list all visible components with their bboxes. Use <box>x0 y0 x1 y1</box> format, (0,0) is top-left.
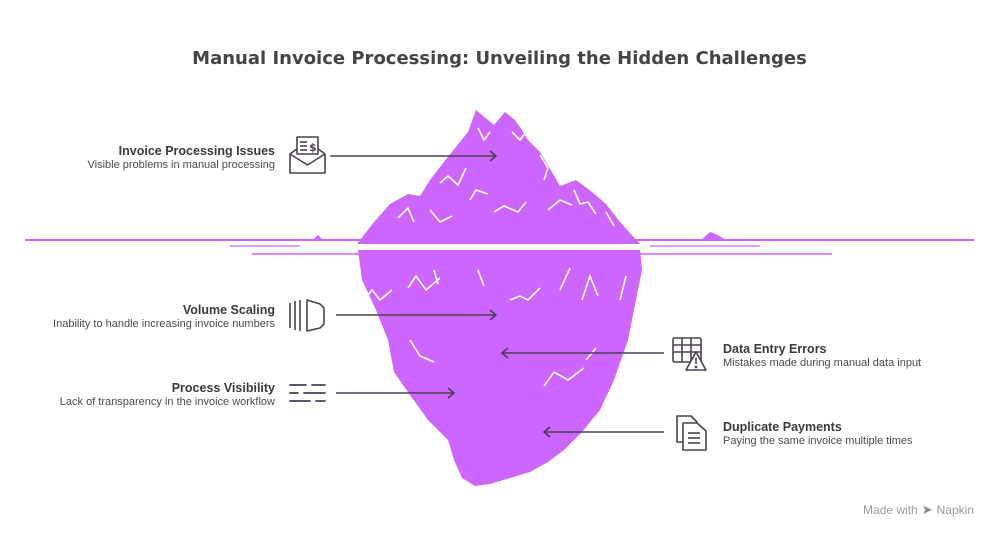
label-data-entry-errors: Data Entry Errors Mistakes made during m… <box>723 342 999 370</box>
napkin-logo-icon: ➤ <box>921 502 933 517</box>
label-process-visibility: Process Visibility Lack of transparency … <box>0 381 275 409</box>
label-title: Duplicate Payments <box>723 420 842 434</box>
label-desc: Visible problems in manual processing <box>87 159 275 171</box>
label-desc: Mistakes made during manual data input <box>723 357 922 369</box>
label-desc: Inability to handle increasing invoice n… <box>53 318 275 330</box>
diagram-title: Manual Invoice Processing: Unveiling the… <box>192 48 807 69</box>
small-ice-right <box>700 232 728 241</box>
watermark-brand: Napkin <box>936 503 974 517</box>
duplicate-documents-icon <box>676 415 707 451</box>
dashed-lines-icon <box>289 384 326 402</box>
label-title: Invoice Processing Issues <box>118 144 275 158</box>
iceberg-tip <box>357 110 640 244</box>
label-title: Data Entry Errors <box>723 342 827 356</box>
label-duplicate-payments: Duplicate Payments Paying the same invoi… <box>723 420 999 448</box>
table-warning-icon <box>672 337 707 371</box>
stacked-pages-icon <box>289 299 325 332</box>
napkin-watermark[interactable]: Made with ➤ Napkin <box>863 502 974 518</box>
arrows <box>330 150 664 438</box>
svg-text:$: $ <box>309 141 317 154</box>
label-title: Process Visibility <box>171 381 275 395</box>
iceberg-cracks <box>363 127 627 387</box>
iceberg-base <box>358 250 642 486</box>
label-desc: Lack of transparency in the invoice work… <box>59 396 275 408</box>
watermark-prefix: Made with <box>863 503 918 517</box>
label-invoice-processing-issues: Invoice Processing Issues Visible proble… <box>0 144 275 172</box>
invoice-envelope-icon: $ <box>289 136 326 174</box>
label-desc: Paying the same invoice multiple times <box>723 435 913 447</box>
label-title: Volume Scaling <box>182 303 275 317</box>
label-volume-scaling: Volume Scaling Inability to handle incre… <box>0 303 275 331</box>
small-ice-left <box>300 235 332 241</box>
